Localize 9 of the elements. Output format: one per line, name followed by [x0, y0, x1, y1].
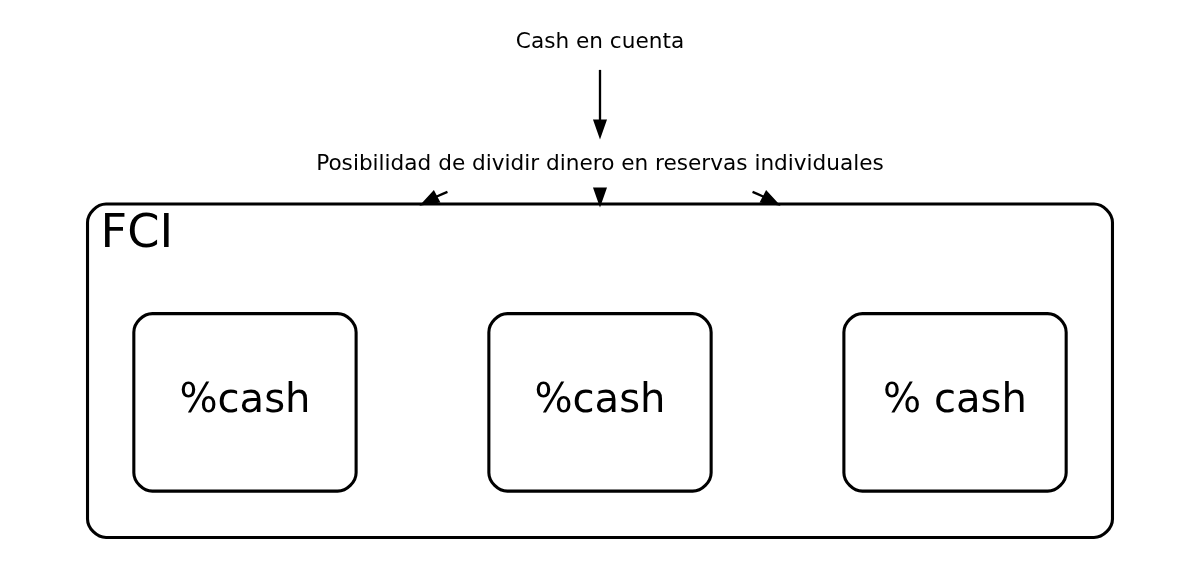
node-text: Posibilidad de dividir dinero en reservas individuales: [316, 149, 884, 175]
node-box: %cash: [487, 312, 713, 493]
arrow: [752, 190, 781, 206]
node-text: Cash en cuenta: [515, 27, 685, 53]
node-box: %cash: [132, 312, 358, 493]
arrow: [592, 69, 608, 140]
arrow: [419, 190, 448, 206]
arrow: [592, 187, 608, 208]
node-box: % cash: [842, 312, 1068, 493]
